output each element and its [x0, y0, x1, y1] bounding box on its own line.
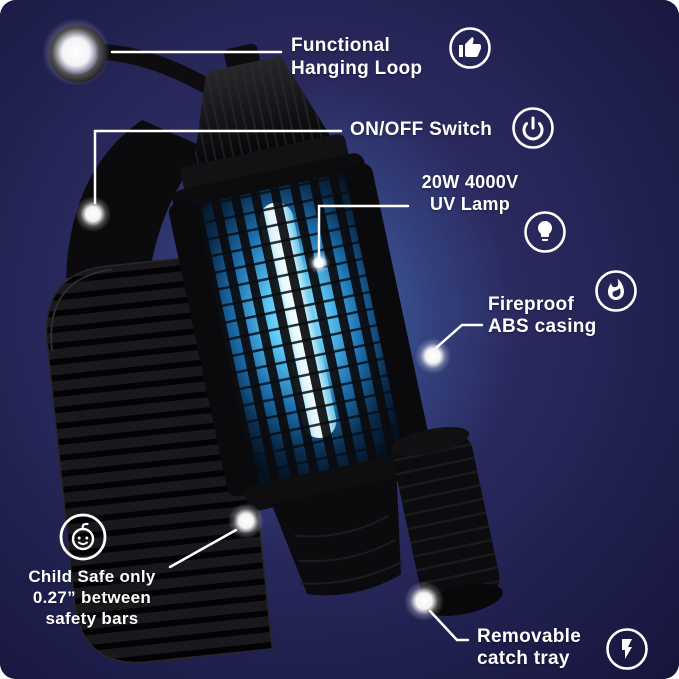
- zapper-body: [168, 43, 503, 616]
- child-safe-label-line3: safety bars: [45, 609, 139, 628]
- child-safe-label-line2: 0.27” between: [32, 588, 152, 607]
- catch-tray-label-line1: Removable: [477, 626, 582, 647]
- highlight-glows: [42, 18, 451, 621]
- glow-fireproof: [415, 338, 451, 374]
- thumbs-up-icon: [448, 26, 492, 70]
- catch-tray: [390, 427, 503, 616]
- hanging-loop-label-line1: Functional: [291, 35, 391, 56]
- on-off-switch-label: ON/OFF Switch: [350, 119, 492, 141]
- line-child-safe: [168, 528, 238, 569]
- callout-lines: [93, 50, 484, 642]
- catch-tray-label: Removable catch tray: [477, 626, 581, 670]
- hanging-loop-label-line2: Hanging Loop: [291, 58, 423, 79]
- fireproof-label-line1: Fireproof: [488, 294, 575, 315]
- line-uv-lamp: [317, 204, 410, 262]
- catch-tray-label-line2: catch tray: [477, 648, 570, 669]
- bulb-icon: [523, 210, 567, 254]
- child-safe-label-line1: Child Safe only: [28, 567, 156, 586]
- line-switch: [93, 129, 343, 205]
- glow-hanging-loop: [42, 18, 110, 86]
- baby-icon: [58, 512, 108, 562]
- glow-catch-tray: [404, 581, 444, 621]
- glow-child-safe: [228, 503, 264, 539]
- fireproof-label-line2: ABS casing: [488, 316, 597, 337]
- line-fireproof: [434, 323, 484, 350]
- lightning-bolt-icon: [605, 627, 649, 671]
- fireproof-label: Fireproof ABS casing: [488, 294, 597, 338]
- glow-uv-lamp: [308, 252, 330, 274]
- child-safe-label: Child Safe only 0.27” between safety bar…: [8, 566, 176, 629]
- uv-lamp-label: 20W 4000V UV Lamp: [412, 171, 528, 215]
- uv-lamp-label-line2: UV Lamp: [429, 194, 511, 214]
- line-catch-tray: [428, 609, 470, 642]
- housing-top-left: [66, 120, 206, 282]
- hanging-loop-label: Functional Hanging Loop: [291, 34, 422, 80]
- on-off-switch-label-line1: ON/OFF Switch: [350, 119, 493, 140]
- uv-lamp-label-line1: 20W 4000V: [421, 172, 519, 192]
- glow-switch: [75, 196, 111, 232]
- base: [271, 477, 402, 596]
- power-icon: [511, 106, 555, 150]
- flame-icon: [594, 269, 638, 313]
